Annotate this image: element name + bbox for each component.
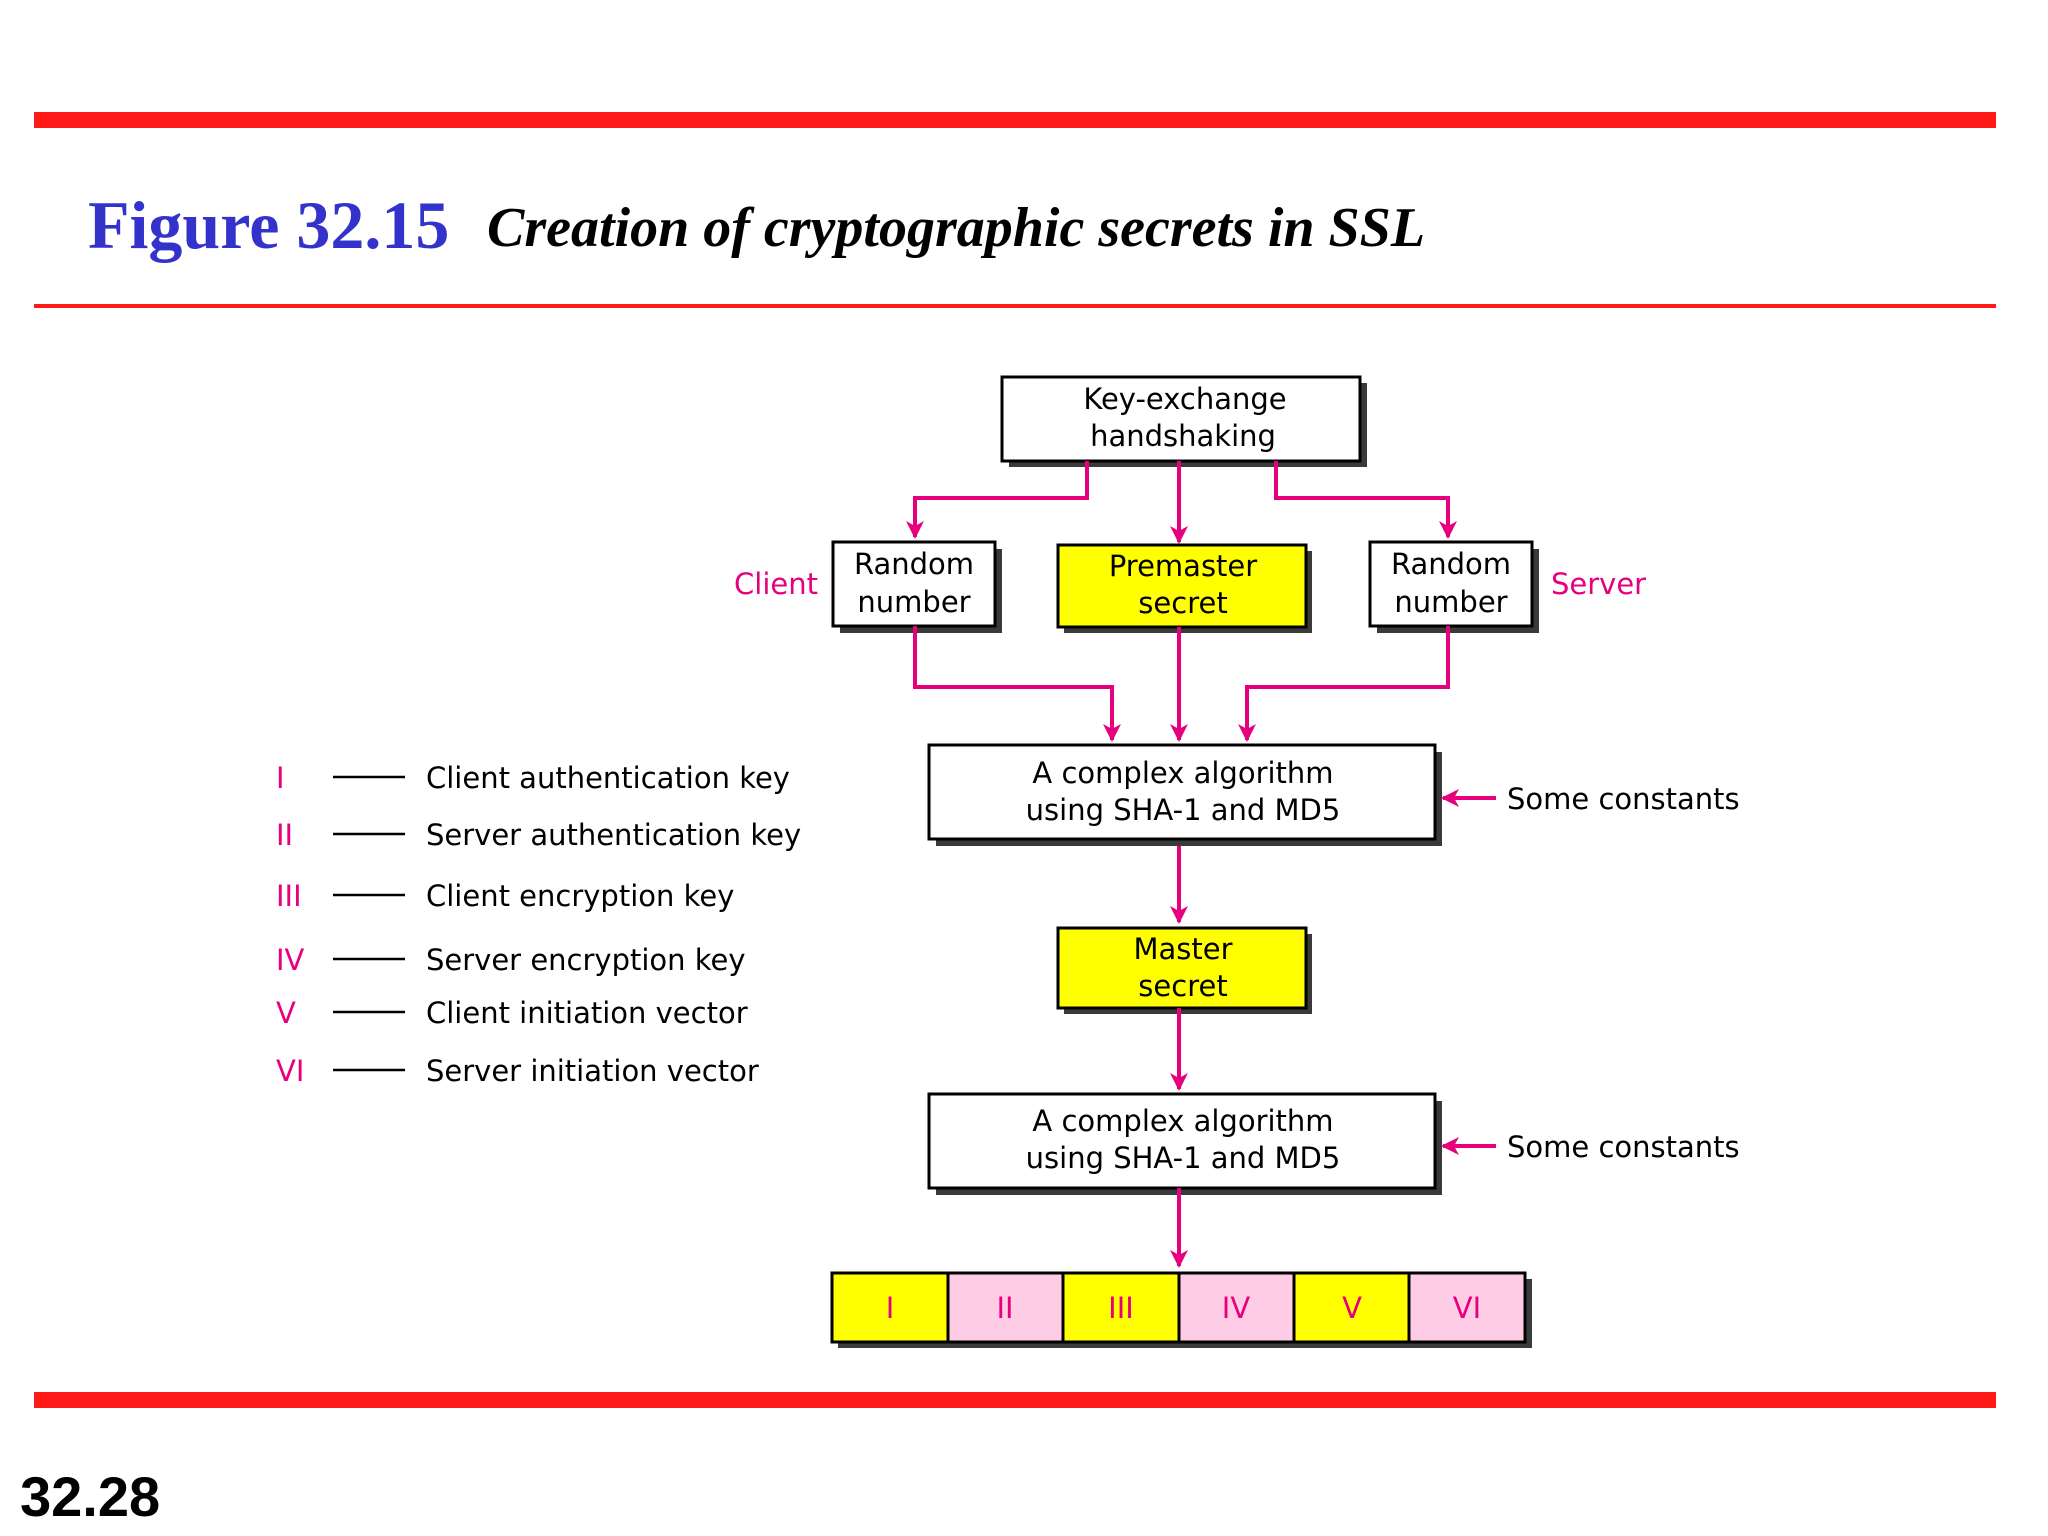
key-block: I II III IV V VI xyxy=(830,1271,1532,1348)
legend-numeral: IV xyxy=(276,943,305,977)
bottom-thick-rule xyxy=(34,1392,1996,1408)
legend-item: I Client authentication key xyxy=(276,761,790,795)
key-segment-6-box xyxy=(1407,1271,1527,1344)
client-random-line1: Random xyxy=(854,547,974,581)
slide-number: 32.28 xyxy=(20,1465,161,1528)
server-label: Server xyxy=(1551,567,1646,601)
key-segment-4-label: IV xyxy=(1222,1291,1251,1325)
master-line1: Master xyxy=(1133,932,1232,966)
server-random-line1: Random xyxy=(1391,547,1511,581)
algorithm-box-2: A complex algorithm using SHA-1 and MD5 xyxy=(927,1092,1442,1195)
key-segment-1-label: I xyxy=(886,1291,895,1325)
legend-text: Client initiation vector xyxy=(426,996,748,1030)
key-segment-2-label: II xyxy=(996,1291,1013,1325)
legend-numeral: VI xyxy=(276,1054,304,1088)
constants-label-1: Some constants xyxy=(1507,782,1740,816)
legend: I Client authentication key II Server au… xyxy=(276,761,801,1088)
legend-numeral: V xyxy=(276,996,296,1030)
legend-item: III Client encryption key xyxy=(276,879,734,913)
legend-item: IV Server encryption key xyxy=(276,943,746,977)
constants-label-2: Some constants xyxy=(1507,1130,1740,1164)
legend-numeral: III xyxy=(276,879,302,913)
algorithm1-line1: A complex algorithm xyxy=(1032,756,1333,790)
server-random-line2: number xyxy=(1394,585,1507,619)
top-thick-rule xyxy=(34,112,1996,128)
legend-numeral: II xyxy=(276,818,293,852)
master-line2: secret xyxy=(1138,969,1227,1003)
key-segment-3-box xyxy=(1061,1271,1181,1344)
premaster-line2: secret xyxy=(1138,586,1227,620)
key-exchange-line1: Key-exchange xyxy=(1083,382,1286,416)
key-exchange-box: Key-exchange handshaking xyxy=(1000,375,1367,467)
legend-text: Server initiation vector xyxy=(426,1054,759,1088)
arrow-client-to-algorithm xyxy=(913,626,1121,742)
key-exchange-line2: handshaking xyxy=(1090,419,1276,453)
figure-number: Figure 32.15 xyxy=(88,187,450,263)
title-underline-rule xyxy=(34,304,1996,308)
algorithm-box-1: A complex algorithm using SHA-1 and MD5 xyxy=(927,743,1442,846)
key-segment-1-box xyxy=(830,1271,950,1344)
legend-text: Server authentication key xyxy=(426,818,801,852)
legend-numeral: I xyxy=(276,761,285,795)
server-random-box: Random number xyxy=(1368,540,1539,633)
legend-text: Client authentication key xyxy=(426,761,790,795)
algorithm2-line1: A complex algorithm xyxy=(1032,1104,1333,1138)
key-segment-5-label: V xyxy=(1342,1291,1362,1325)
legend-item: II Server authentication key xyxy=(276,818,801,852)
arrow-to-server-random xyxy=(1274,461,1457,539)
algorithm2-line2: using SHA-1 and MD5 xyxy=(1026,1141,1341,1175)
client-random-box: Random number xyxy=(831,540,1002,633)
client-random-line2: number xyxy=(857,585,970,619)
arrow-to-client-random xyxy=(906,461,1089,539)
premaster-line1: Premaster xyxy=(1109,549,1257,583)
master-secret-box: Master secret xyxy=(1056,926,1312,1014)
legend-item: V Client initiation vector xyxy=(276,996,748,1030)
legend-text: Client encryption key xyxy=(426,879,734,913)
key-segment-3-label: III xyxy=(1108,1291,1134,1325)
figure-caption: Creation of cryptographic secrets in SSL xyxy=(487,197,1426,259)
legend-text: Server encryption key xyxy=(426,943,746,977)
key-segment-6-label: VI xyxy=(1453,1291,1481,1325)
arrow-server-to-algorithm xyxy=(1238,626,1450,742)
key-segment-2-box xyxy=(946,1271,1065,1344)
client-label: Client xyxy=(734,567,818,601)
legend-item: VI Server initiation vector xyxy=(276,1054,759,1088)
premaster-secret-box: Premaster secret xyxy=(1056,543,1312,633)
algorithm1-line2: using SHA-1 and MD5 xyxy=(1026,793,1341,827)
